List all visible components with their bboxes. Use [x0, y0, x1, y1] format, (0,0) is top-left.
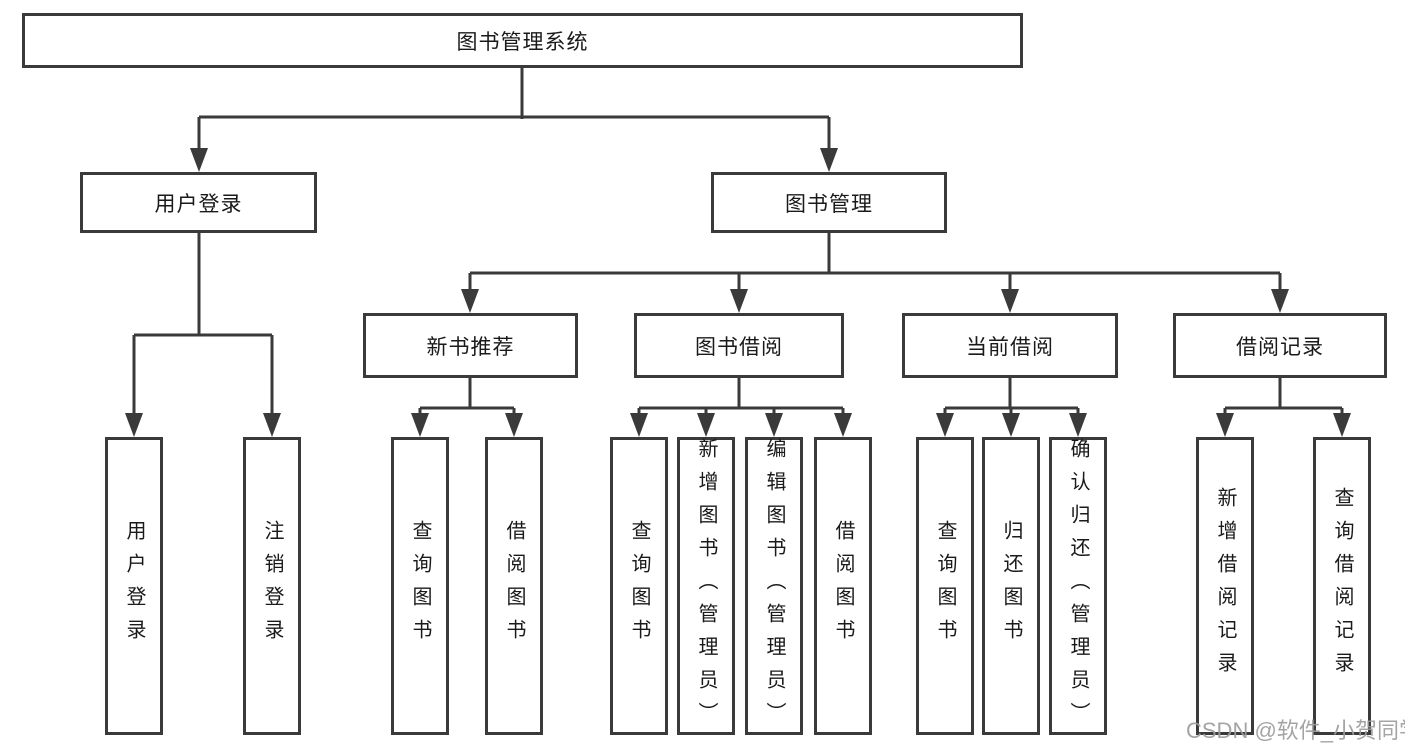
leaf-bb-edit-books-admin: 编辑图书（管理员） [745, 437, 803, 735]
arrowhead-icon [125, 413, 143, 437]
leaf-bb-borrow-books-label: 借阅图书 [832, 520, 854, 652]
arrowhead-icon [1271, 289, 1289, 313]
node-user-login: 用户登录 [80, 172, 317, 233]
edge-group-user-login [132, 233, 274, 414]
arrowhead-icon [411, 413, 429, 437]
arrowhead-icon [730, 289, 748, 313]
node-borrow-records: 借阅记录 [1173, 313, 1387, 378]
node-root-label: 图书管理系统 [456, 30, 589, 54]
edge-group-borrow-records [1223, 378, 1344, 415]
edge-root-split [197, 115, 831, 150]
arrowhead-icon [505, 413, 523, 437]
leaf-bb-add-books-admin-label: 新增图书（管理员） [695, 437, 717, 735]
edge-user-login-split [132, 233, 274, 414]
edge-group-root [197, 68, 831, 150]
leaf-nbr-query-books: 查询图书 [391, 437, 449, 735]
arrowhead-icon [263, 413, 281, 437]
leaf-cb-confirm-return-admin-label: 确认归还（管理员） [1067, 437, 1089, 735]
leaf-user-login-label: 用户登录 [123, 520, 145, 652]
node-new-book-recommend: 新书推荐 [363, 313, 578, 378]
arrowhead-icon [697, 413, 715, 437]
edge-group-book-management [468, 233, 1282, 291]
leaf-nbr-borrow-books-label: 借阅图书 [503, 520, 525, 652]
node-book-borrow-label: 图书借阅 [695, 335, 783, 359]
arrowhead-icon [190, 148, 208, 172]
leaf-br-add-record: 新增借阅记录 [1196, 437, 1254, 735]
node-borrow-records-label: 借阅记录 [1236, 335, 1324, 359]
leaf-bb-query-books-label: 查询图书 [628, 520, 650, 652]
leaf-nbr-query-books-label: 查询图书 [409, 520, 431, 652]
edge-group-book-borrow [637, 378, 845, 415]
arrowhead-icon [936, 413, 954, 437]
node-book-management: 图书管理 [711, 172, 947, 233]
arrowhead-icon [820, 148, 838, 172]
arrowhead-icon [1333, 413, 1351, 437]
arrowhead-icon [1216, 413, 1234, 437]
edge-book-management-split [468, 233, 1282, 291]
leaf-user-login: 用户登录 [105, 437, 163, 735]
node-current-borrow-label: 当前借阅 [966, 335, 1054, 359]
edge-current-borrow-split [943, 378, 1080, 415]
leaf-br-query-record: 查询借阅记录 [1313, 437, 1371, 735]
edge-new-book-recommend-split [418, 378, 516, 415]
leaf-cb-query-books: 查询图书 [916, 437, 974, 735]
node-book-management-label: 图书管理 [785, 192, 873, 216]
arrowhead-icon [1001, 289, 1019, 313]
leaf-cb-return-books: 归还图书 [982, 437, 1040, 735]
node-book-borrow: 图书借阅 [634, 313, 844, 378]
leaf-bb-add-books-admin: 新增图书（管理员） [677, 437, 735, 735]
arrowhead-icon [461, 289, 479, 313]
watermark: CSDN @软件_小贺同学 [1186, 718, 1405, 743]
edge-book-borrow-split [637, 378, 845, 415]
node-new-book-recommend-label: 新书推荐 [426, 335, 515, 359]
arrowhead-icon [834, 413, 852, 437]
leaf-logout: 注销登录 [243, 437, 301, 735]
leaf-nbr-borrow-books: 借阅图书 [485, 437, 543, 735]
node-root: 图书管理系统 [22, 13, 1023, 68]
arrowhead-icon [630, 413, 648, 437]
arrowhead-icon [1069, 413, 1087, 437]
edge-group-new-book-recommend [418, 378, 516, 415]
node-current-borrow: 当前借阅 [902, 313, 1118, 378]
edge-group-current-borrow [943, 378, 1080, 415]
leaf-bb-edit-books-admin-label: 编辑图书（管理员） [763, 437, 785, 735]
edge-borrow-records-split [1223, 378, 1344, 415]
leaf-br-query-record-label: 查询借阅记录 [1331, 487, 1353, 685]
leaf-cb-confirm-return-admin: 确认归还（管理员） [1049, 437, 1107, 735]
leaf-br-add-record-label: 新增借阅记录 [1214, 487, 1236, 685]
leaf-bb-borrow-books: 借阅图书 [814, 437, 872, 735]
leaf-cb-return-books-label: 归还图书 [1000, 520, 1022, 652]
arrowhead-icon [1002, 413, 1020, 437]
arrowhead-icon [765, 413, 783, 437]
node-user-login-label: 用户登录 [154, 192, 243, 216]
leaf-bb-query-books: 查询图书 [610, 437, 668, 735]
leaf-cb-query-books-label: 查询图书 [934, 520, 956, 652]
leaf-logout-label: 注销登录 [261, 520, 283, 652]
